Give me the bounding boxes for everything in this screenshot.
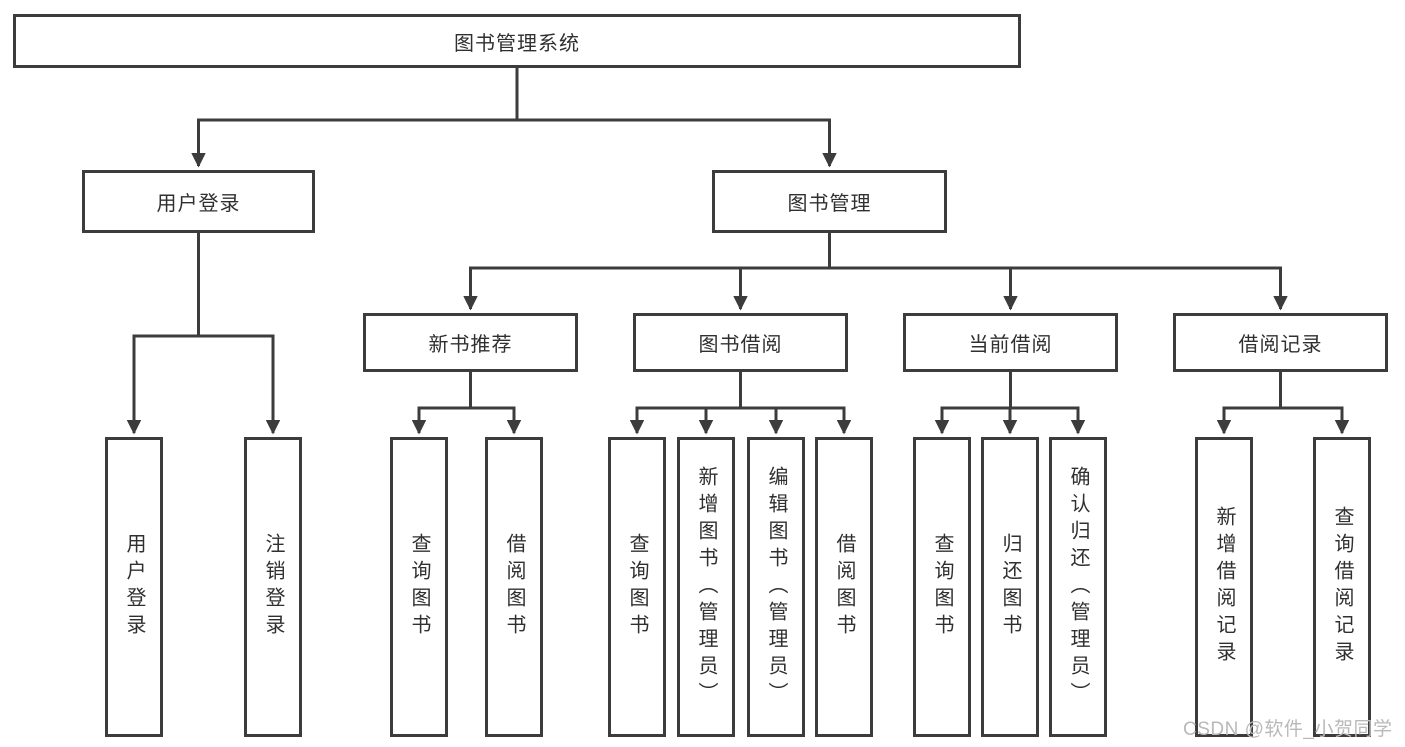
leaf-user-login-label: 用户登录 <box>123 533 145 641</box>
leaf-return-books-label: 归还图书 <box>999 533 1021 641</box>
leaf-borrow-books-2: 借阅图书 <box>815 437 873 737</box>
node-current-borrow-label: 当前借阅 <box>968 334 1053 356</box>
watermark-text: CSDN @软件_小贺同学 <box>1183 719 1393 740</box>
leaf-borrow-books-2-label: 借阅图书 <box>833 533 855 641</box>
leaf-add-books-admin: 新增图书（管理员） <box>677 437 735 737</box>
leaf-add-books-admin-label: 新增图书（管理员） <box>695 465 717 709</box>
leaf-borrow-books-1-label: 借阅图书 <box>503 533 525 641</box>
node-library-system-label: 图书管理系统 <box>454 32 580 55</box>
node-borrow-records-label: 借阅记录 <box>1238 334 1323 356</box>
leaf-confirm-return-admin: 确认归还（管理员） <box>1049 437 1107 737</box>
leaf-logout: 注销登录 <box>244 437 302 737</box>
node-current-borrow: 当前借阅 <box>903 313 1118 372</box>
leaf-borrow-books-1: 借阅图书 <box>485 437 543 737</box>
node-user-login-label: 用户登录 <box>156 193 241 215</box>
node-user-login: 用户登录 <box>82 170 315 233</box>
leaf-return-books: 归还图书 <box>981 437 1039 737</box>
leaf-query-books-3: 查询图书 <box>913 437 971 737</box>
leaf-query-books-1-label: 查询图书 <box>408 533 430 641</box>
leaf-add-borrow-record: 新增借阅记录 <box>1195 437 1253 737</box>
node-library-system: 图书管理系统 <box>13 14 1021 68</box>
node-book-management: 图书管理 <box>712 170 947 233</box>
leaf-query-borrow-record-label: 查询借阅记录 <box>1331 506 1353 668</box>
leaf-query-books-2-label: 查询图书 <box>626 533 648 641</box>
node-new-book-recommend: 新书推荐 <box>363 313 578 372</box>
leaf-edit-books-admin: 编辑图书（管理员） <box>747 437 805 737</box>
node-book-borrow: 图书借阅 <box>633 313 848 372</box>
leaf-user-login: 用户登录 <box>105 437 163 737</box>
node-borrow-records: 借阅记录 <box>1173 313 1388 372</box>
leaf-query-books-1: 查询图书 <box>390 437 448 737</box>
leaf-query-borrow-record: 查询借阅记录 <box>1313 437 1371 737</box>
node-book-management-label: 图书管理 <box>787 193 872 215</box>
node-new-book-recommend-label: 新书推荐 <box>428 334 513 356</box>
leaf-confirm-return-admin-label: 确认归还（管理员） <box>1067 465 1089 709</box>
leaf-edit-books-admin-label: 编辑图书（管理员） <box>765 465 787 709</box>
leaf-query-books-2: 查询图书 <box>608 437 666 737</box>
node-book-borrow-label: 图书借阅 <box>698 334 783 356</box>
leaf-logout-label: 注销登录 <box>262 533 284 641</box>
leaf-add-borrow-record-label: 新增借阅记录 <box>1213 506 1235 668</box>
leaf-query-books-3-label: 查询图书 <box>931 533 953 641</box>
